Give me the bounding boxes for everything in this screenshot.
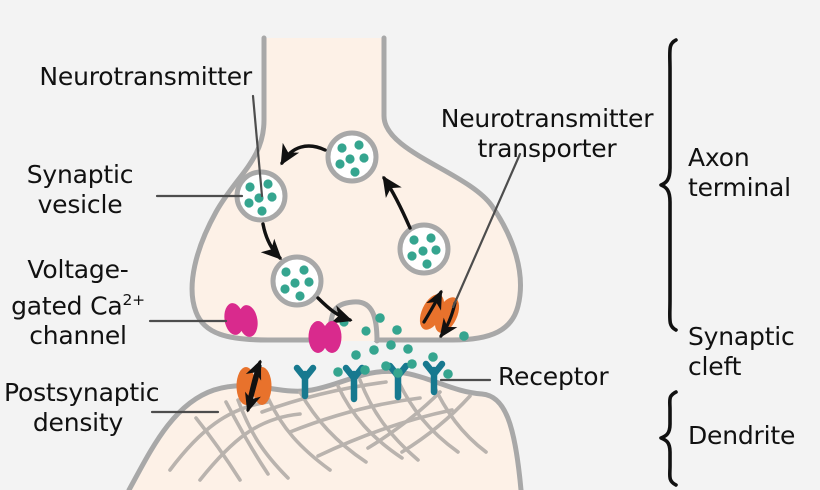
- arrow-right-to-top: [382, 175, 412, 230]
- post-transporter-arrow-down: [245, 364, 262, 413]
- brace-axon-terminal: [659, 38, 678, 332]
- label-dendrite: Dendrite: [688, 421, 796, 450]
- label-axon-terminal: Axon terminal: [688, 143, 791, 202]
- label-postsynaptic-density: Postsynaptic density: [4, 378, 160, 437]
- neurotransmitter-transporter-postsynaptic: [236, 359, 272, 413]
- label-receptor: Receptor: [498, 362, 609, 391]
- receptor-4: [422, 360, 446, 396]
- vesicle-bottom: [270, 254, 324, 308]
- label-voltage-gated-prefix: Voltage- gated Ca: [11, 255, 129, 321]
- arrow-bottom-to-fusion: [316, 296, 353, 324]
- arrow-top-to-left: [280, 142, 327, 166]
- label-synaptic-cleft: Synaptic cleft: [688, 322, 795, 381]
- label-voltage-gated-superscript: 2+: [122, 291, 145, 309]
- vesicle-right: [397, 222, 451, 276]
- arrow-left-to-bottom: [260, 222, 282, 260]
- calcium-channel-left: [224, 303, 258, 337]
- neurotransmitter-transporter-presynaptic: [419, 289, 460, 339]
- label-synaptic-vesicle: Synaptic vesicle: [26, 160, 134, 219]
- label-voltage-gated-suffix: channel: [29, 321, 127, 351]
- brace-dendrite: [659, 390, 678, 487]
- cleft-neurotransmitter-dots: [333, 313, 469, 379]
- label-voltage-gated-calcium-channel: Voltage- gated Ca2+ channel: [8, 255, 148, 351]
- label-neurotransmitter: Neurotransmitter: [39, 62, 252, 91]
- transporter-arrow-up: [422, 289, 443, 324]
- leader-neurotransmitter: [251, 94, 264, 198]
- label-neurotransmitter-transporter: Neurotransmitter transporter: [440, 104, 654, 163]
- leader-transporter: [451, 152, 522, 309]
- postsynaptic-density-mesh: [168, 374, 488, 482]
- receptor-1: [293, 364, 317, 400]
- dendrite-shape: [126, 368, 524, 490]
- vesicle-top: [325, 130, 379, 184]
- calcium-channel-right: [308, 321, 342, 353]
